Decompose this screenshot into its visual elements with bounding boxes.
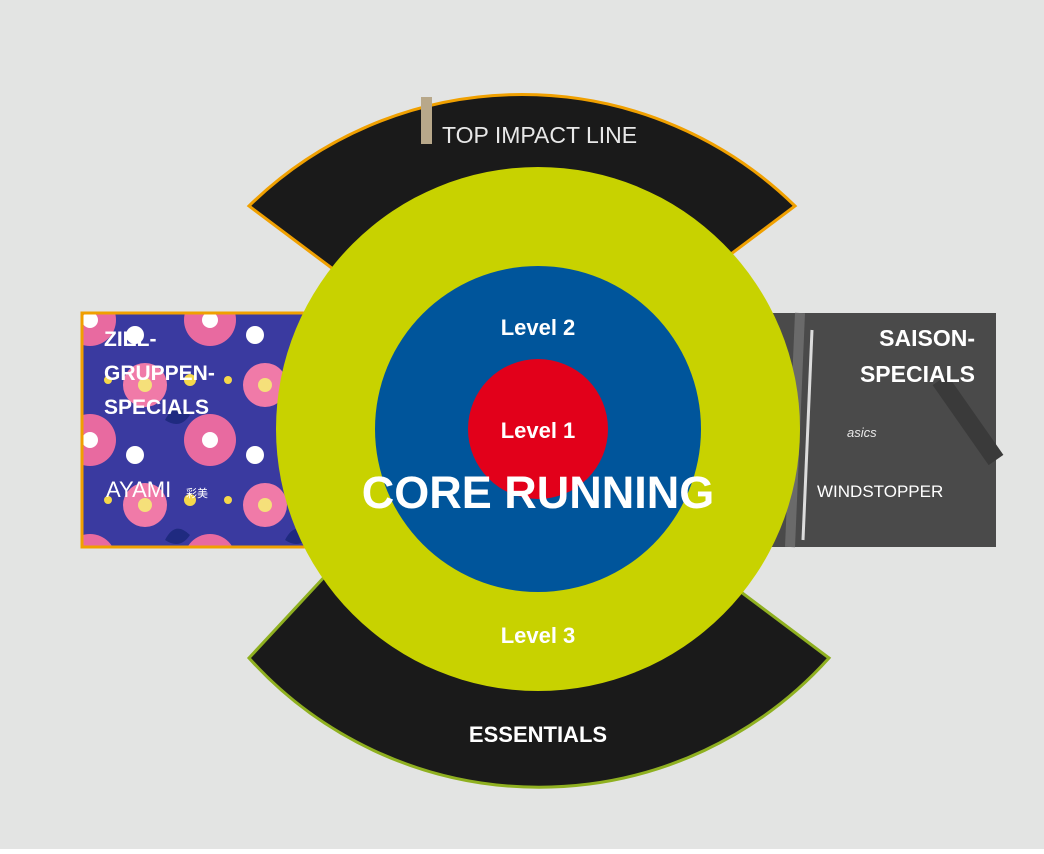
left-panel-title-line3: SPECIALS [104, 396, 209, 419]
left-panel-image [82, 313, 314, 547]
inner-circle-level-1 [468, 359, 608, 499]
bottom-band-label: ESSENTIALS [469, 722, 607, 747]
left-panel-title-line2: GRUPPEN- [104, 362, 215, 385]
level-2-label: Level 2 [501, 315, 576, 340]
right-panel-title-line2: SPECIALS [860, 361, 975, 387]
top-band-label: TOP IMPACT LINE [442, 122, 637, 148]
core-running-title: CORE RUNNING [362, 467, 715, 518]
ayami-logo-kanji: 彩美 [186, 487, 208, 500]
left-panel-title-line1: ZIEL- [104, 328, 157, 351]
top-impact-logo-icon [421, 97, 432, 144]
right-panel-title-line1: SAISON- [879, 325, 975, 351]
ayami-logo: AYAMI [106, 477, 171, 502]
right-panel-product: WINDSTOPPER [817, 482, 943, 501]
asics-logo-icon: asics [847, 425, 877, 440]
level-3-label: Level 3 [501, 623, 576, 648]
level-1-label: Level 1 [501, 418, 576, 443]
